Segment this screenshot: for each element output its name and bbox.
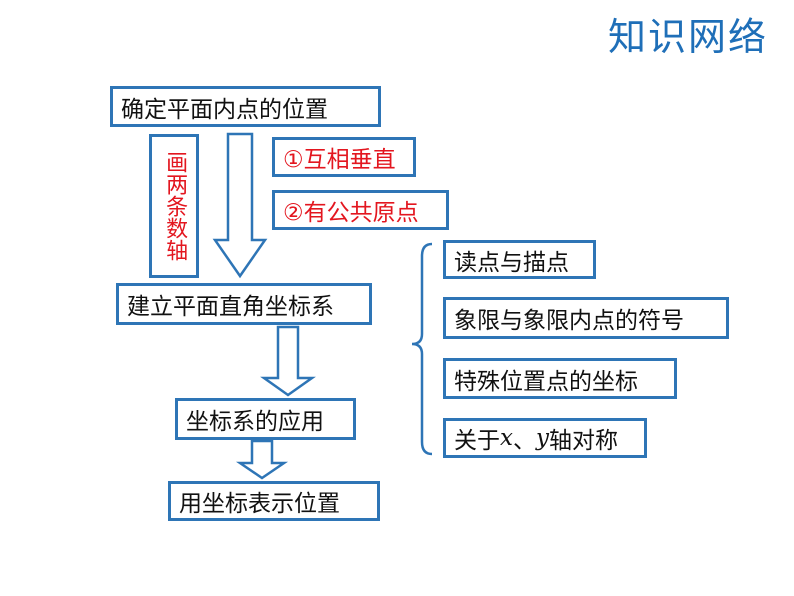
symmetry-prefix: 关于 <box>454 428 500 454</box>
app-quadrant-signs: 象限与象限内点的符号 <box>443 297 729 339</box>
symmetry-x: x <box>500 425 513 451</box>
draw-two-axes-label: 画两条数轴 <box>149 134 199 278</box>
symmetry-y: y <box>535 425 549 451</box>
app-read-plot-points: 读点与描点 <box>443 240 596 279</box>
app-special-points: 特殊位置点的坐标 <box>443 358 677 399</box>
down-arrow-2 <box>260 325 316 397</box>
box-determine-position: 确定平面内点的位置 <box>110 86 381 127</box>
box-represent-position: 用坐标表示位置 <box>168 481 380 521</box>
symmetry-sep: 、 <box>512 428 536 454</box>
symmetry-suffix: 轴对称 <box>548 428 618 454</box>
down-arrow-3 <box>235 439 289 480</box>
box-build-coordinate-system: 建立平面直角坐标系 <box>116 283 372 325</box>
page-title: 知识网络 <box>608 15 769 59</box>
big-down-arrow <box>212 132 268 279</box>
condition-perpendicular: ①互相垂直 <box>272 137 416 177</box>
box-application: 坐标系的应用 <box>175 398 356 440</box>
condition-common-origin: ②有公共原点 <box>272 190 449 230</box>
brace <box>411 242 433 456</box>
